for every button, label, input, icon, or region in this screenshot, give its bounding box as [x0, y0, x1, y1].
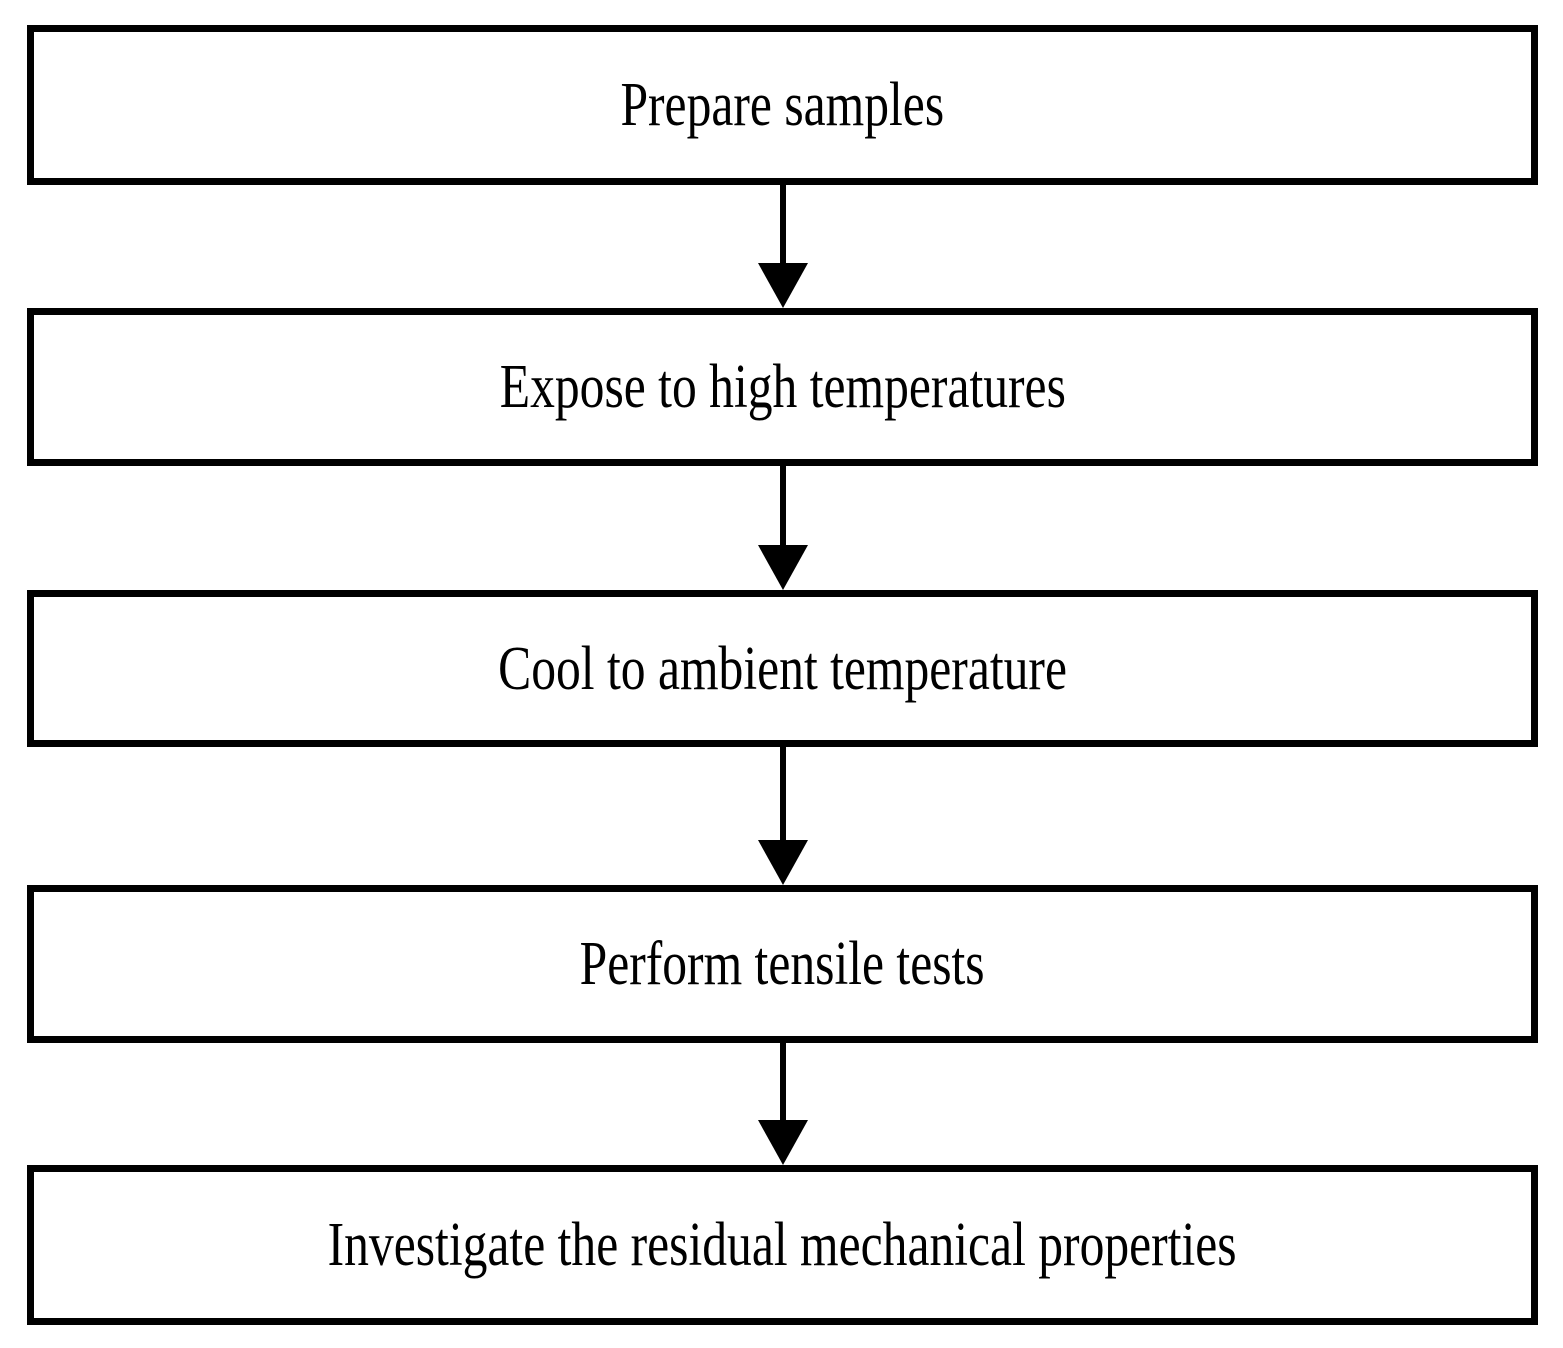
arrow-shaft	[780, 466, 786, 545]
flow-node-perform-tensile-tests: Perform tensile tests	[27, 885, 1538, 1043]
arrow-head-icon	[758, 840, 808, 885]
flow-node-label: Perform tensile tests	[579, 930, 985, 998]
flow-node-label: Cool to ambient temperature	[498, 634, 1067, 703]
arrow-shaft	[780, 747, 786, 840]
arrow-head-icon	[758, 545, 808, 590]
flow-connector-arrow-2	[758, 466, 808, 590]
flow-connector-arrow-1	[758, 185, 808, 308]
flow-node-label: Expose to high temperatures	[499, 353, 1066, 421]
flow-connector-arrow-4	[758, 1043, 808, 1165]
arrow-shaft	[780, 1043, 786, 1120]
flow-node-expose-to-high-temperatures: Expose to high temperatures	[27, 308, 1538, 466]
flow-node-label: Prepare samples	[620, 71, 945, 139]
flow-node-cool-to-ambient-temperature: Cool to ambient temperature	[27, 590, 1538, 747]
arrow-shaft	[780, 185, 786, 263]
flow-node-investigate-residual-mechanical-properties: Investigate the residual mechanical prop…	[27, 1165, 1538, 1325]
arrow-head-icon	[758, 263, 808, 308]
flow-node-label: Investigate the residual mechanical prop…	[328, 1211, 1237, 1279]
flow-node-prepare-samples: Prepare samples	[27, 25, 1538, 185]
arrow-head-icon	[758, 1120, 808, 1165]
flow-connector-arrow-3	[758, 747, 808, 885]
